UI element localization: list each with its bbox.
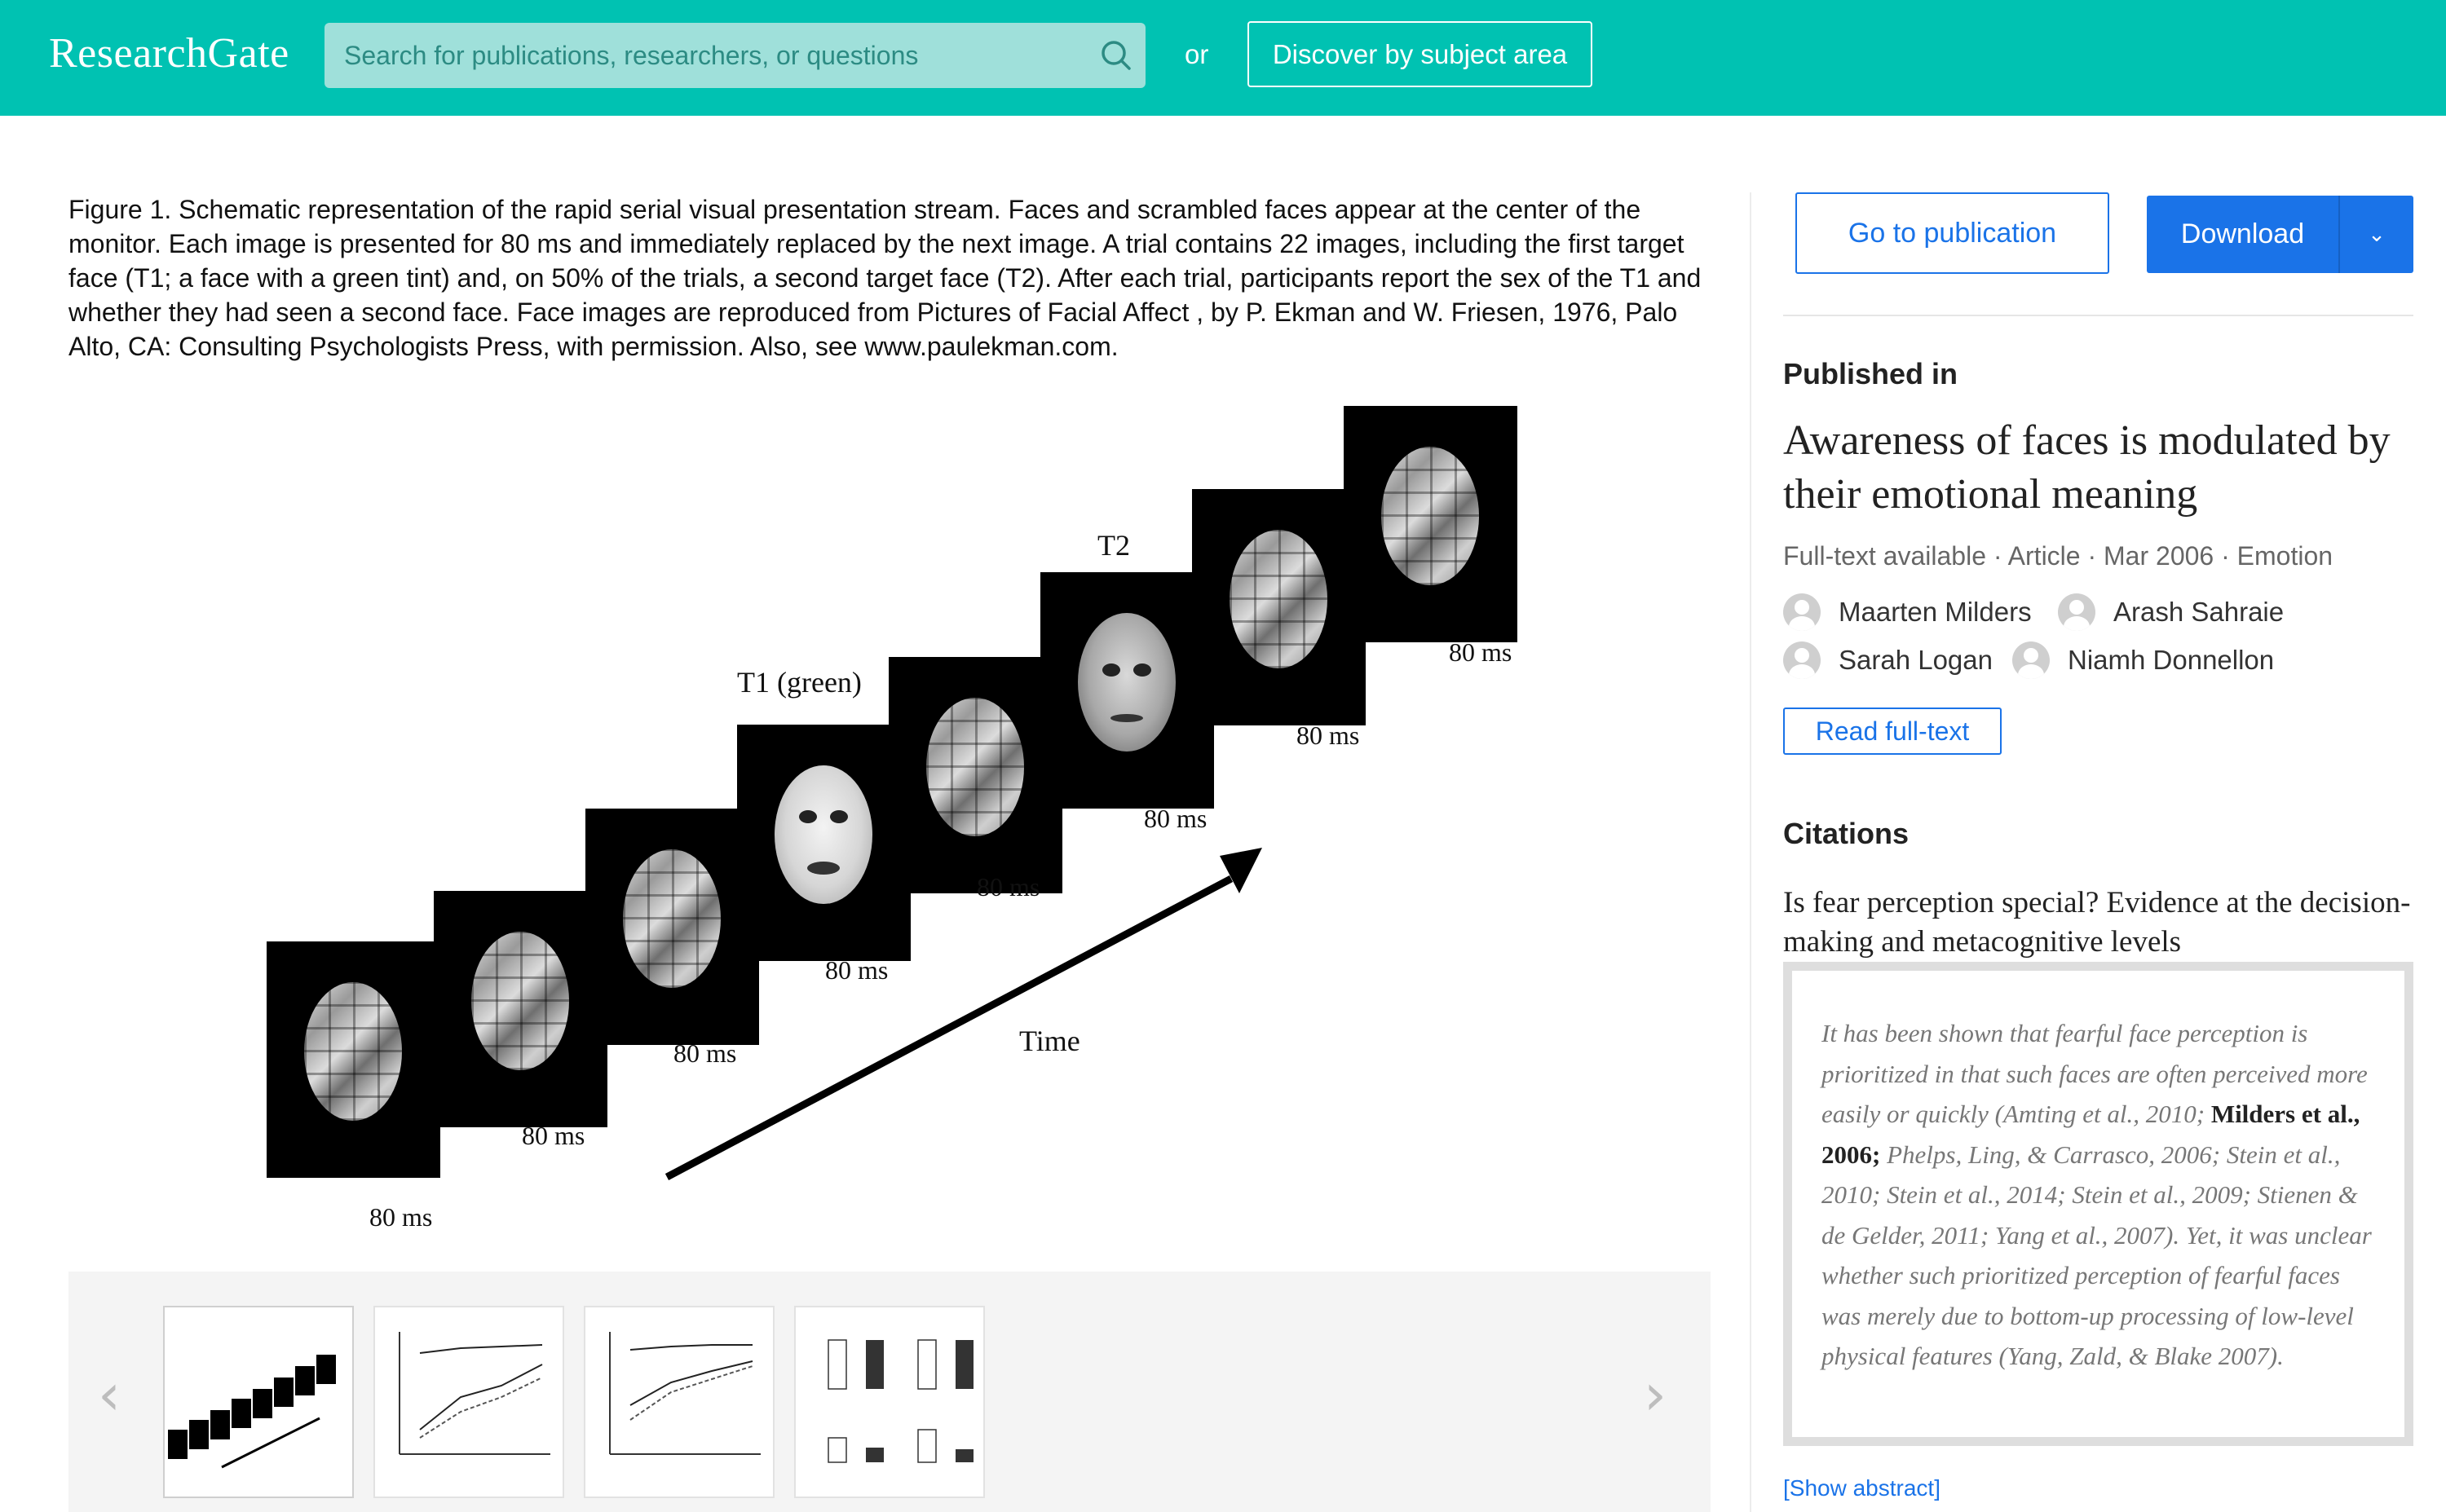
- t2-label: T2: [1097, 529, 1130, 562]
- figure-thumbnail-2[interactable]: [373, 1306, 564, 1498]
- read-full-text-button[interactable]: Read full-text: [1783, 708, 2002, 755]
- go-to-publication-button[interactable]: Go to publication: [1795, 192, 2109, 274]
- next-figure-arrow-icon[interactable]: ›: [1644, 1361, 1667, 1428]
- excerpt-text: Phelps, Ling, & Carrasco, 2006; Stein et…: [1821, 1140, 2372, 1371]
- rsvp-figure: 80 ms 80 ms 80 ms 80 ms 80 ms 80 ms 80 m…: [267, 406, 1517, 1232]
- duration-label: 80 ms: [1296, 721, 1360, 750]
- author-name: Sarah Logan: [1839, 645, 1993, 675]
- author-item[interactable]: Arash Sahraie: [2058, 593, 2284, 631]
- excerpt-text: It has been shown that fearful face perc…: [1821, 1019, 2368, 1128]
- duration-label: 80 ms: [673, 1038, 737, 1068]
- time-label: Time: [1019, 1025, 1080, 1057]
- download-button[interactable]: Download: [2147, 196, 2338, 273]
- figure-frame-scrambled-6: [1344, 406, 1517, 642]
- scrambled-face-image: [471, 932, 569, 1070]
- fearful-face-image: [775, 765, 872, 904]
- published-in-heading: Published in: [1783, 357, 1958, 390]
- prev-figure-arrow-icon[interactable]: ‹: [98, 1361, 121, 1428]
- author-item[interactable]: Maarten Milders: [1783, 593, 2032, 631]
- scrambled-face-image: [926, 698, 1024, 836]
- figure-frame-scrambled-3: [585, 809, 759, 1045]
- figure-frame-scrambled-4: [889, 657, 1062, 893]
- duration-label: 80 ms: [522, 1121, 585, 1150]
- duration-label: 80 ms: [1144, 804, 1208, 833]
- user-avatar-icon: [2012, 641, 2050, 679]
- sidebar-separator: [1783, 315, 2413, 316]
- discover-by-subject-button[interactable]: Discover by subject area: [1247, 21, 1592, 87]
- user-avatar-icon: [1783, 593, 1821, 631]
- figure-thumbnail-4[interactable]: [794, 1306, 985, 1498]
- figure-caption: Figure 1. Schematic representation of th…: [68, 195, 1702, 361]
- duration-label: 80 ms: [1449, 637, 1512, 667]
- researchgate-logo[interactable]: ResearchGate: [49, 30, 289, 77]
- figure-thumbnail-1[interactable]: [163, 1306, 354, 1498]
- scrambled-face-image: [1230, 530, 1327, 668]
- or-text: or: [1185, 39, 1209, 69]
- sidebar-divider: [1750, 192, 1751, 1512]
- show-abstract-link[interactable]: [Show abstract]: [1783, 1475, 1940, 1501]
- excerpt-highlight: Milders et al., 2006;: [1821, 1100, 2360, 1169]
- top-header: ResearchGate or Discover by subject area: [0, 0, 2446, 116]
- time-arrow: [664, 848, 1262, 1180]
- user-avatar-icon: [1783, 641, 1821, 679]
- duration-label: 80 ms: [825, 955, 889, 985]
- citations-heading: Citations: [1783, 817, 1910, 850]
- publication-meta: Full-text available · Article · Mar 2006…: [1783, 541, 2333, 571]
- scrambled-face-image: [304, 982, 402, 1121]
- duration-label: 80 ms: [369, 1202, 433, 1232]
- figure-thumbnail-3[interactable]: [584, 1306, 775, 1498]
- citation-title[interactable]: Is fear perception special? Evidence at …: [1783, 886, 2411, 959]
- search-icon[interactable]: [1098, 37, 1134, 73]
- search-bar[interactable]: [325, 23, 1146, 88]
- scrambled-face-image: [1381, 447, 1479, 585]
- author-name: Niamh Donnellon: [2068, 645, 2275, 675]
- citation-excerpt-box: It has been shown that fearful face perc…: [1783, 962, 2413, 1446]
- figure-frame-t1: [737, 725, 911, 961]
- neutral-face-image: [1078, 613, 1176, 752]
- t1-label: T1 (green): [737, 666, 862, 699]
- figure-frame-scrambled-2: [434, 891, 607, 1127]
- figure-frame-scrambled-5: [1192, 489, 1366, 725]
- figure-thumbnail-strip: ‹: [68, 1272, 1711, 1512]
- duration-label: 80 ms: [977, 872, 1040, 901]
- figure-frame-t2: [1040, 572, 1214, 809]
- publication-title[interactable]: Awareness of faces is modulated by their…: [1783, 417, 2391, 518]
- author-item[interactable]: Niamh Donnellon: [2012, 641, 2274, 679]
- author-item[interactable]: Sarah Logan: [1783, 641, 1993, 679]
- figure-frame-scrambled-1: [267, 941, 440, 1178]
- author-name: Arash Sahraie: [2113, 597, 2285, 627]
- author-name: Maarten Milders: [1839, 597, 2032, 627]
- scrambled-face-image: [623, 849, 721, 988]
- chevron-down-icon[interactable]: ⌄: [2338, 196, 2413, 273]
- citation-excerpt: It has been shown that fearful face perc…: [1821, 1013, 2384, 1377]
- search-input[interactable]: [325, 23, 1083, 88]
- user-avatar-icon: [2058, 593, 2095, 631]
